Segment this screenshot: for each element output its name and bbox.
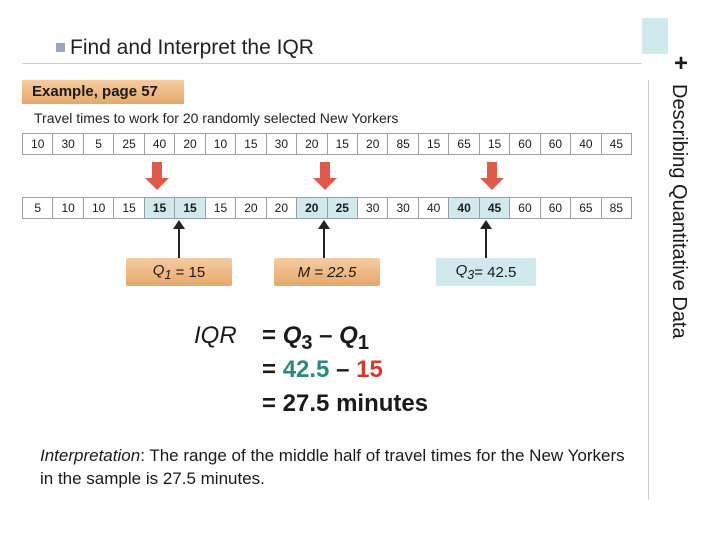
iqr-formula-line1: = Q3 – Q1	[262, 322, 369, 354]
sorted-value-cell: 10	[84, 198, 115, 218]
raw-value-cell: 30	[53, 134, 84, 154]
raw-value-cell: 20	[175, 134, 206, 154]
q1-pointer-icon	[173, 220, 185, 267]
raw-value-cell: 10	[206, 134, 237, 154]
interpretation-lead: Interpretation	[40, 446, 141, 465]
title-divider	[22, 63, 642, 64]
interpretation-body: : The range of the middle half of travel…	[40, 446, 625, 488]
q3-label: Q3	[455, 262, 475, 282]
sorted-value-cell: 40	[419, 198, 450, 218]
sorted-value-cell: 65	[571, 198, 602, 218]
sorted-value-cell: 85	[609, 201, 624, 215]
sorted-value-cell: 20	[297, 198, 328, 218]
title-bullet-icon	[56, 43, 65, 52]
raw-value-cell: 15	[328, 134, 358, 154]
q3-pointer-icon	[480, 220, 492, 267]
raw-value-cell: 15	[236, 134, 267, 154]
raw-value-cell: 60	[541, 134, 572, 154]
side-divider	[648, 80, 649, 500]
sorted-value-cell: 25	[327, 198, 358, 218]
median-pointer-icon	[318, 220, 330, 267]
sorted-value-cell: 45	[479, 198, 511, 218]
sorted-value-cell: 30	[358, 198, 389, 218]
q1-value-text: 15	[356, 356, 383, 383]
iqr-formula-result: = 27.5 minutes	[262, 390, 429, 417]
median-label: M = 22.5	[297, 263, 357, 281]
raw-value-cell: 5	[84, 134, 115, 154]
raw-value-cell: 60	[510, 134, 541, 154]
raw-value-cell: 65	[449, 134, 480, 154]
example-banner	[22, 80, 184, 104]
sorted-value-cell: 15	[175, 198, 206, 218]
raw-value-cell: 25	[114, 134, 145, 154]
q1-label: Q1	[152, 262, 172, 282]
q3-badge: Q3= 42.5	[436, 258, 536, 286]
sorted-value-cell: 20	[267, 198, 298, 218]
iqr-formula-line2: = 42.5 – 15	[262, 356, 383, 383]
sorted-value-cell: 15	[144, 198, 176, 218]
raw-value-cell: 10	[23, 134, 54, 154]
sorted-value-cell: 60	[510, 198, 541, 218]
sorted-value-cell: 10	[53, 198, 84, 218]
sorted-value-cell: 15	[114, 198, 145, 218]
raw-value-cell: 40	[145, 134, 176, 154]
interpretation-text: Interpretation: The range of the middle …	[40, 444, 640, 490]
raw-value-cell: 15	[419, 134, 450, 154]
sorted-value-cell: 20	[236, 198, 267, 218]
raw-value-cell: 20	[358, 134, 389, 154]
median-badge: M = 22.5	[274, 258, 380, 286]
sorted-value-cell: 40	[449, 198, 480, 218]
sort-arrow-median-icon	[313, 162, 337, 190]
side-chapter-title: Describing Quantitative Data	[668, 84, 690, 339]
sort-arrow-q1-icon	[145, 162, 169, 190]
sorted-value-cell: 15	[206, 198, 237, 218]
example-label: Example, page 57	[32, 83, 158, 100]
raw-value-cell: 15	[480, 134, 511, 154]
raw-value-cell: 45	[609, 137, 624, 151]
raw-value-cell: 30	[267, 134, 298, 154]
sorted-value-cell: 30	[388, 198, 419, 218]
plus-icon: +	[674, 50, 689, 77]
raw-value-cell: 20	[297, 134, 328, 154]
sorted-value-cell: 60	[541, 198, 572, 218]
q1-value: = 15	[175, 263, 206, 281]
sorted-value-cell: 5	[23, 198, 54, 218]
q3-value: = 42.5	[474, 263, 517, 281]
iqr-label: IQR	[194, 322, 237, 349]
q1-badge: Q1 = 15	[126, 258, 232, 286]
q3-value-text: 42.5	[282, 356, 330, 383]
sort-arrow-q3-icon	[480, 162, 504, 190]
data-description: Travel times to work for 20 randomly sel…	[34, 110, 399, 126]
raw-value-cell: 40	[571, 134, 602, 154]
corner-accent-block	[642, 18, 668, 54]
slide-title: Find and Interpret the IQR	[70, 36, 314, 59]
raw-value-cell: 85	[388, 134, 419, 154]
